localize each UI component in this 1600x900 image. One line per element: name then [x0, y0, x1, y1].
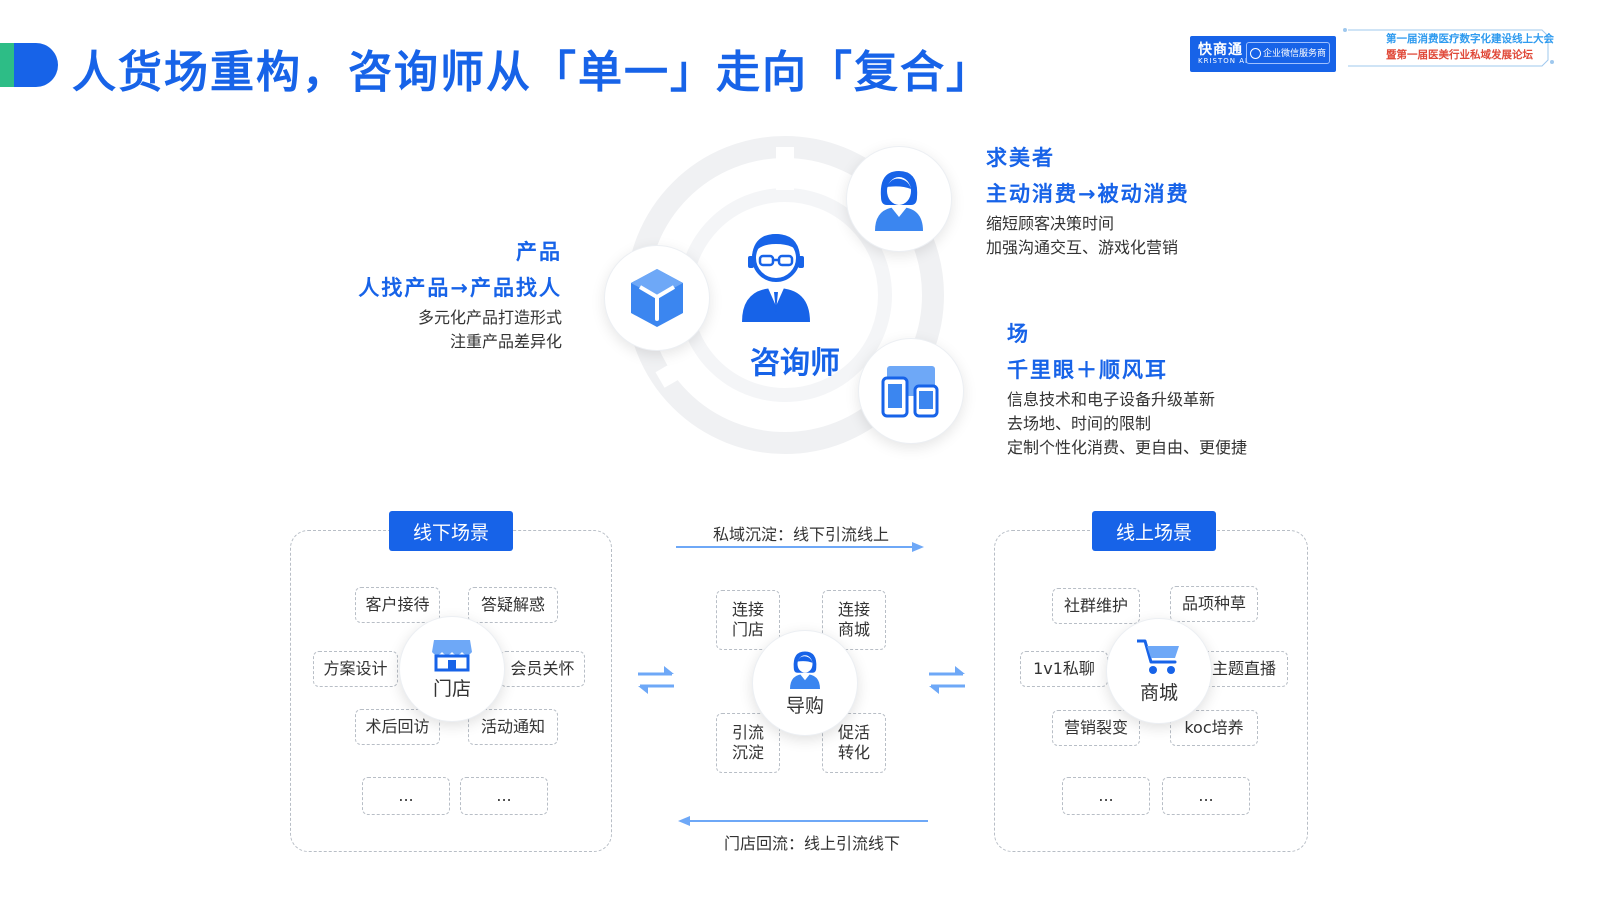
chat-bubble-icon: [1250, 48, 1261, 59]
center-label: 咨询师: [750, 346, 840, 381]
service-label: 企业微信服务商: [1263, 49, 1327, 59]
arrow-left-icon: [678, 816, 928, 826]
consumer-line-1: 缩短顾客决策时间: [986, 214, 1115, 233]
offline-chip-2: 答疑解惑: [468, 587, 558, 623]
product-line-2: 注重产品差异化: [449, 332, 562, 351]
offline-chip-6: 活动通知: [468, 709, 558, 745]
consumer-block: 求美者 主动消费→被动消费 缩短顾客决策时间 加强沟通交互、游戏化营销: [986, 142, 1190, 260]
offline-hub-label: 门店: [432, 677, 471, 700]
offline-scene-tag: 线下场景: [389, 511, 513, 551]
offline-chip-4: 会员关怀: [500, 651, 585, 687]
online-chip-2: 品项种草: [1170, 586, 1258, 622]
scene-subheading: 千里眼＋顺风耳: [1007, 358, 1168, 382]
offline-chip-3: 方案设计: [313, 651, 398, 687]
guide-chip-3: 引流 沉淀: [716, 713, 780, 773]
cube-icon: [631, 269, 683, 327]
consumer-subheading: 主动消费→被动消费: [986, 182, 1190, 206]
devices-icon: [881, 366, 939, 418]
scene-block: 场 千里眼＋顺风耳 信息技术和电子设备升级革新 去场地、时间的限制 定制个性化消…: [1007, 318, 1247, 460]
guide-hub-label: 导购: [785, 694, 824, 717]
bottom-flow-label: 门店回流：线上引流线下: [724, 834, 901, 853]
conference-title: 第一届消费医疗数字化建设线上大会: [1386, 33, 1554, 45]
online-chip-5: 营销裂变: [1052, 710, 1140, 746]
shopping-cart-icon: [1137, 639, 1179, 674]
scene-line-1: 信息技术和电子设备升级革新: [1007, 390, 1216, 409]
product-subheading: 人找产品→产品找人: [358, 276, 562, 300]
consultant-avatar-icon: [742, 234, 810, 322]
title-accent-green: [0, 43, 14, 87]
brand-name-en: KRISTON AI: [1198, 57, 1249, 65]
title-accent-blue: [14, 43, 58, 87]
consumer-line-2: 加强沟通交互、游戏化营销: [986, 238, 1179, 257]
woman-avatar-icon: [875, 171, 923, 231]
offline-chip-7: ...: [362, 777, 450, 815]
brand-logo: 快商通 KRISTON AI 企业微信服务商: [1190, 36, 1336, 72]
product-heading: 产品: [516, 240, 562, 264]
exchange-arrows-icon: [929, 666, 965, 694]
online-chip-4: 主题直播: [1200, 651, 1288, 687]
conference-subtitle: 暨第一届医美行业私域发展论坛: [1386, 49, 1533, 61]
storefront-icon: [432, 639, 472, 671]
online-hub-label: 商城: [1139, 681, 1178, 704]
consultant-figure: [738, 226, 814, 326]
guide-chip-1: 连接 门店: [716, 590, 780, 650]
product-line-1: 多元化产品打造形式: [417, 308, 562, 327]
top-flow-label: 私域沉淀：线下引流线上: [713, 525, 890, 544]
scene-heading: 场: [1007, 322, 1030, 346]
consumer-node: [846, 146, 952, 252]
arrow-right-icon: [676, 542, 924, 552]
guide-hub: 导购: [752, 630, 858, 736]
offline-hub: 门店: [399, 616, 505, 722]
online-hub: 商城: [1106, 618, 1212, 724]
product-node: [604, 245, 710, 351]
offline-chip-1: 客户接待: [355, 587, 440, 623]
service-badge: 企业微信服务商: [1246, 42, 1330, 64]
brand-name: 快商通: [1198, 42, 1243, 58]
online-scene-tag: 线上场景: [1092, 511, 1216, 551]
scene-line-2: 去场地、时间的限制: [1007, 414, 1152, 433]
exchange-arrows-icon: [638, 666, 674, 694]
online-chip-7: ...: [1062, 777, 1150, 815]
online-chip-8: ...: [1162, 777, 1250, 815]
consumer-heading: 求美者: [986, 146, 1055, 170]
offline-chip-8: ...: [460, 777, 548, 815]
conference-frame: [1343, 28, 1554, 67]
scene-node: [858, 338, 964, 444]
scene-line-3: 定制个性化消费、更自由、更便捷: [1007, 438, 1248, 457]
product-block: 产品 人找产品→产品找人 多元化产品打造形式 注重产品差异化: [300, 236, 562, 354]
page-title: 人货场重构，咨询师从「单一」走向「复合」: [72, 47, 992, 98]
online-chip-3: 1v1私聊: [1020, 651, 1108, 687]
online-chip-1: 社群维护: [1052, 588, 1140, 624]
woman-avatar-icon: [790, 651, 820, 689]
